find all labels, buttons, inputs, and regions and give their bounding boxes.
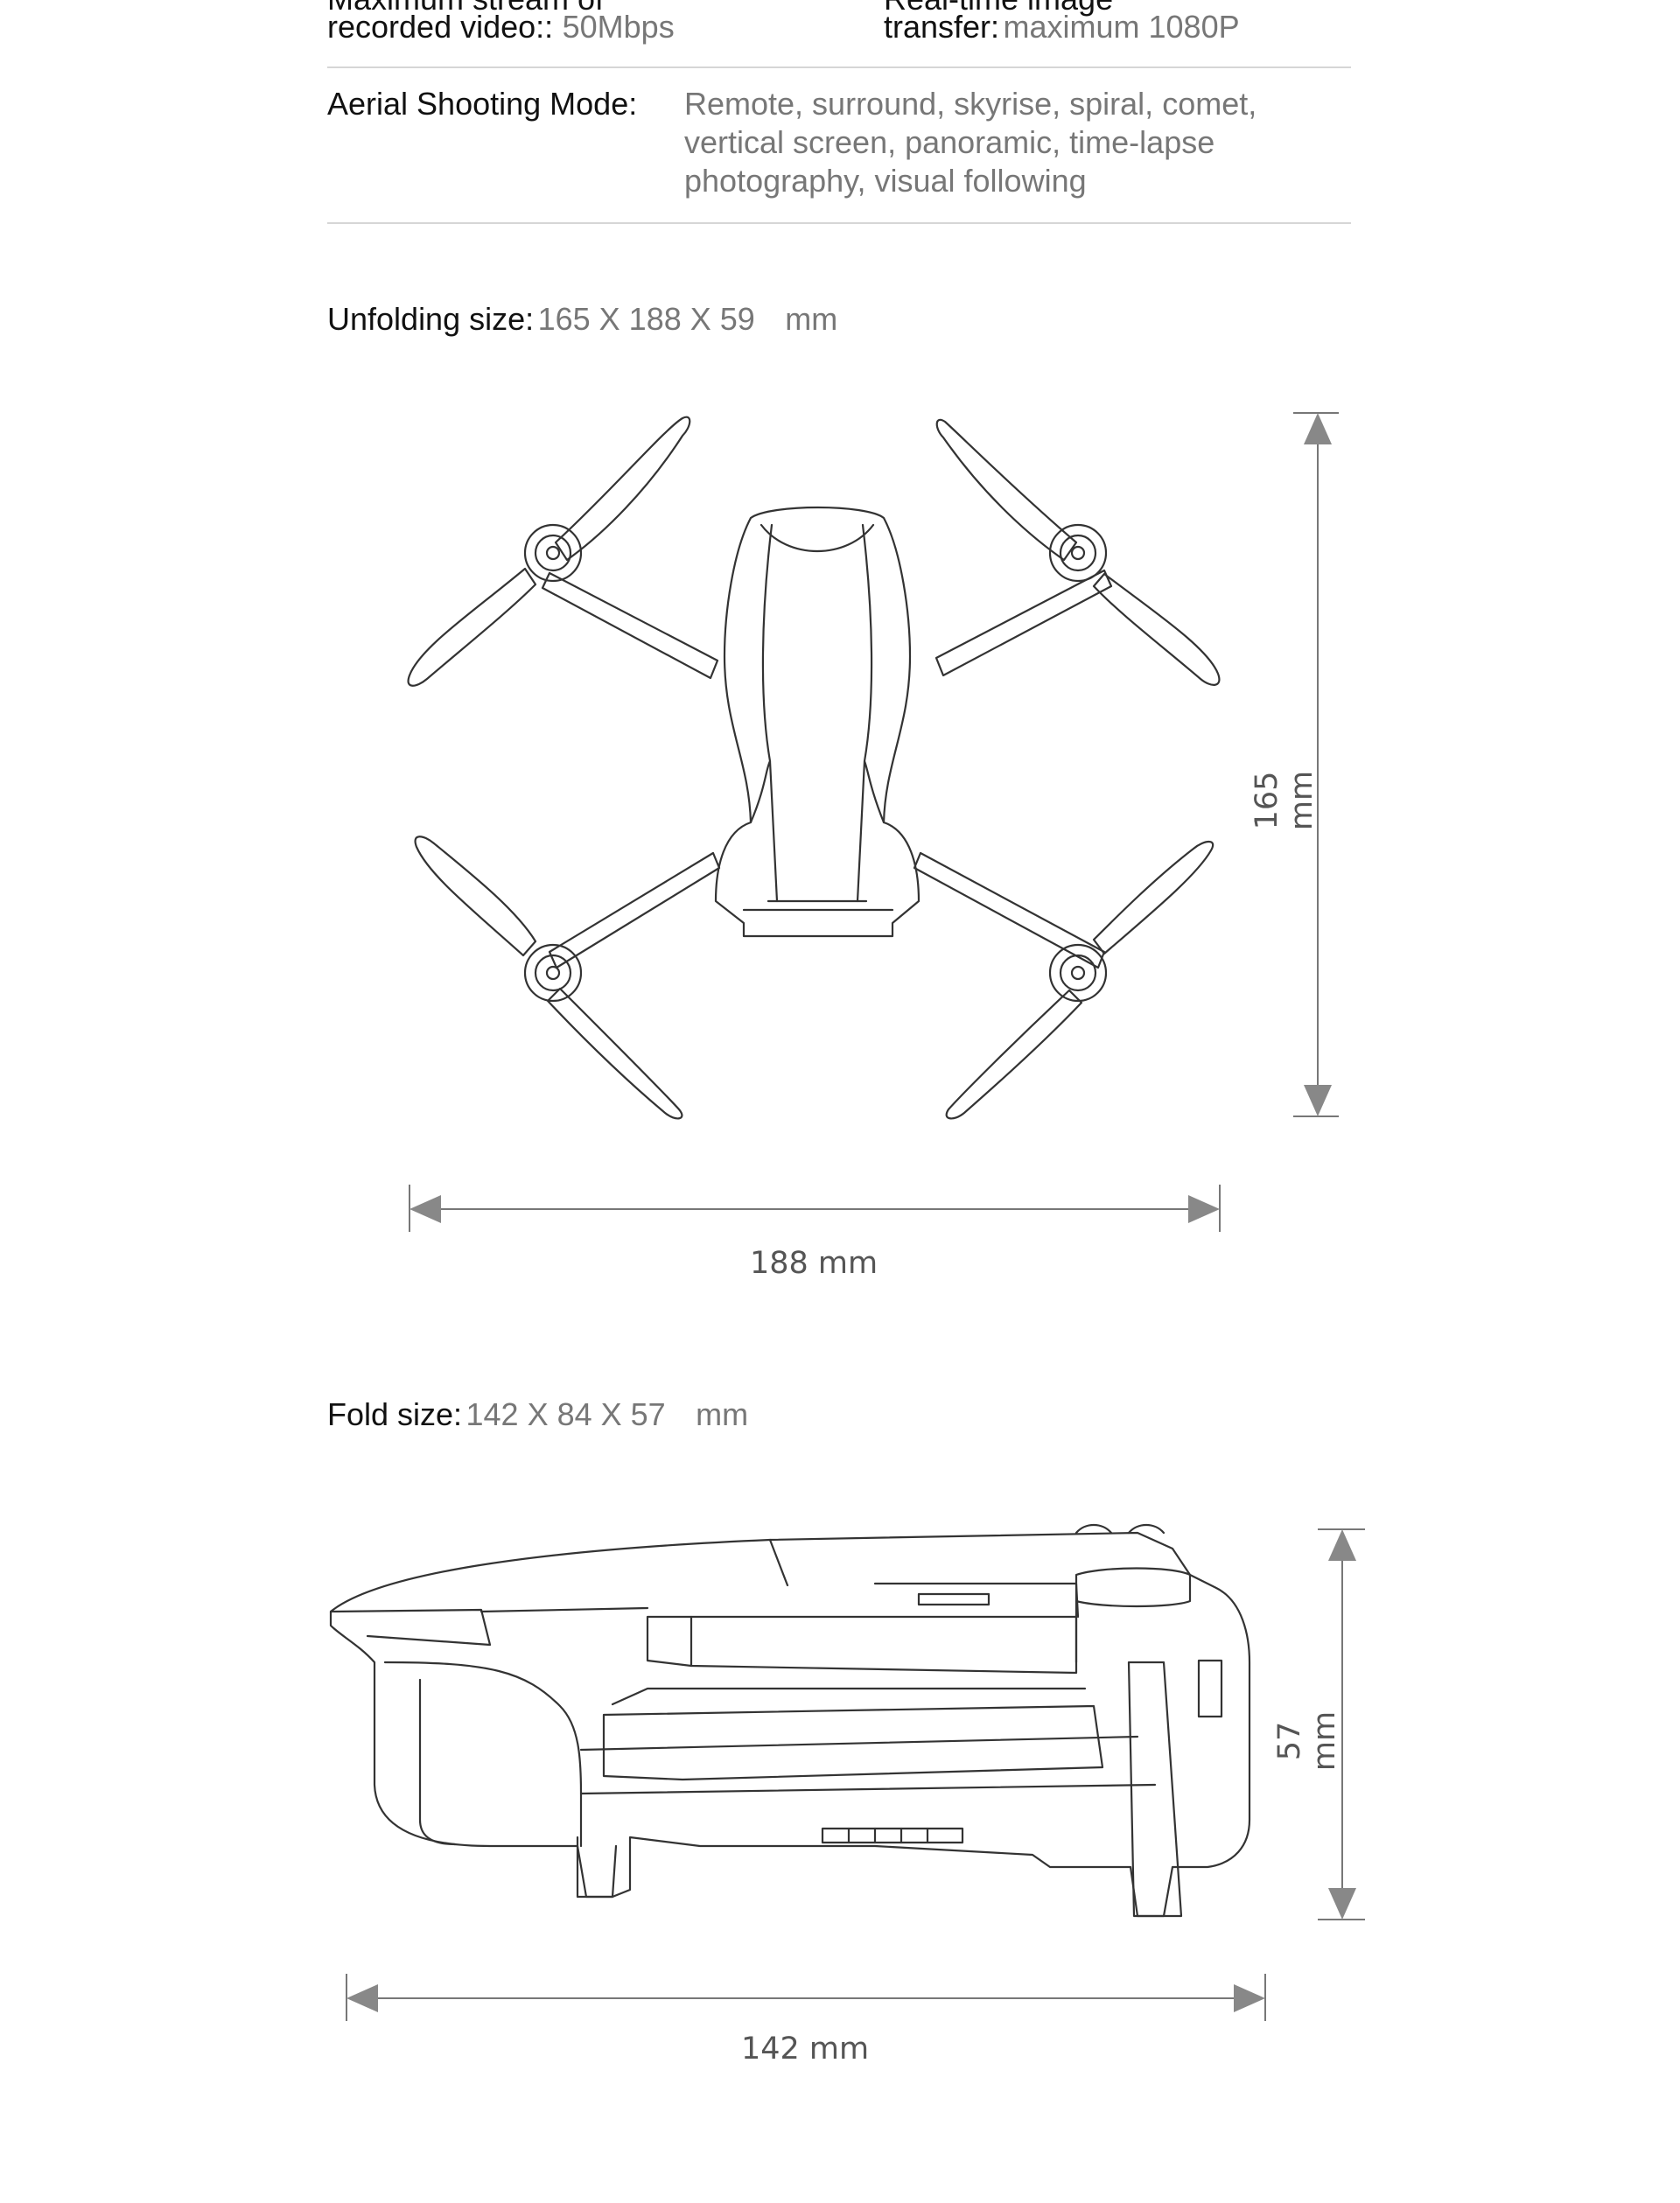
fold-size-value: 142 X 84 X 57 (466, 1396, 666, 1432)
fold-size-unit: mm (696, 1396, 749, 1432)
divider-2 (327, 222, 1351, 224)
fold-size-label: Fold size: (327, 1396, 463, 1432)
spec-right-label-top: Real-time image (884, 0, 1113, 17)
propeller-bottom-right (945, 840, 1214, 1120)
motor-top-left (523, 523, 583, 583)
fold-size-heading: Fold size: 142 X 84 X 57 mm (327, 1396, 748, 1433)
spec-transfer-value: maximum 1080P (1003, 9, 1240, 45)
drone-body (714, 506, 920, 938)
spec-transfer-row: transfer: maximum 1080P (884, 9, 1240, 45)
unfolding-size-value: 165 X 188 X 59 (537, 301, 755, 337)
unfolding-width-label: 188 mm (749, 1246, 878, 1281)
unfolding-size-unit: mm (785, 301, 838, 337)
spec-stream-row: recorded video:: 50Mbps (327, 9, 675, 45)
unfolding-size-heading: Unfolding size: 165 X 188 X 59 mm (327, 301, 837, 338)
motor-top-right (1048, 523, 1108, 583)
spec-transfer-label: transfer: (884, 9, 1000, 45)
aerial-mode-line-1: Remote, surround, skyrise, spiral, comet… (684, 86, 1257, 122)
drone-arms (541, 569, 1113, 969)
motor-bottom-right (1048, 943, 1108, 1003)
propeller-top-left (407, 416, 691, 687)
propeller-top-right (935, 418, 1221, 686)
fold-width-label: 142 mm (740, 2032, 870, 2067)
aerial-mode-line-3: photography, visual following (684, 163, 1087, 199)
unfolding-size-label: Unfolding size: (327, 301, 535, 337)
divider-1 (327, 66, 1351, 68)
aerial-mode-line-2: vertical screen, panoramic, time-lapse (684, 124, 1215, 160)
spec-stream-label: recorded video: (327, 9, 545, 45)
motor-bottom-left (523, 943, 583, 1003)
spec-stream-value: 50Mbps (562, 9, 675, 45)
aerial-mode-label: Aerial Shooting Mode: (327, 86, 638, 122)
propeller-bottom-left (414, 836, 683, 1120)
spec-left-label-top: Maximum stream of (327, 0, 604, 17)
